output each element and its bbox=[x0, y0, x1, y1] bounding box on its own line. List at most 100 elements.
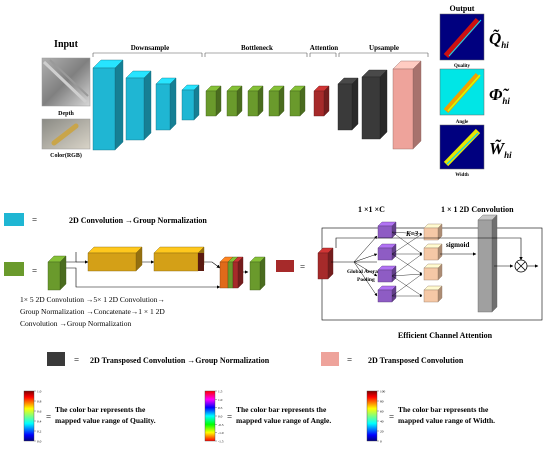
colorbar-tick: 0 bbox=[380, 440, 382, 444]
color-rgb-label: Color(RGB) bbox=[50, 152, 82, 159]
legend-res-eq: = bbox=[32, 266, 37, 276]
legend-res-input-block bbox=[47, 255, 67, 291]
downsample-block-1 bbox=[92, 59, 124, 151]
upsample-block-3 bbox=[392, 60, 422, 150]
colorbar-tick: 1.0 bbox=[37, 390, 42, 394]
network-overview: Input Depth Color(RGB) Downsample Bottle… bbox=[41, 4, 512, 178]
angle-map bbox=[439, 68, 485, 116]
w-symbol: W̃hi bbox=[489, 139, 512, 160]
legend-res-gold-block-2-end bbox=[198, 253, 204, 271]
legend-transposed-gn-swatch bbox=[47, 352, 65, 366]
downsample-block-2 bbox=[125, 70, 152, 141]
attention-block bbox=[313, 85, 330, 117]
eca-weight-3 bbox=[423, 263, 443, 281]
colorbar-eq: = bbox=[46, 412, 51, 422]
legend-res-output-block bbox=[249, 256, 266, 291]
legend-conv-swatch bbox=[4, 213, 24, 226]
bottleneck-block-1 bbox=[205, 85, 222, 117]
output-label: Output bbox=[450, 4, 475, 13]
width-label: Width bbox=[455, 173, 469, 178]
legend-res-swatch bbox=[4, 262, 24, 276]
legend-res-line1: 1× 5 2D Convolution →5× 1 2D Convolution… bbox=[20, 295, 165, 304]
input-label: Input bbox=[54, 39, 79, 50]
eca-feature-2 bbox=[377, 243, 397, 261]
residual-block-diagram bbox=[64, 252, 249, 289]
eca-arrows bbox=[331, 231, 539, 298]
legend-attention-swatch bbox=[276, 260, 294, 272]
legend-res-gold-block-1 bbox=[87, 246, 143, 272]
legend-res-line2: Group Normalization →Concatenate→1 × 1 2… bbox=[20, 307, 165, 316]
legend-attention-eq: = bbox=[300, 262, 305, 272]
colorbar-text-line2: mapped value range of Quality. bbox=[55, 416, 156, 425]
colorbars: 1.0 0.8 0.6 0.4 0.2 0.0 = The color bar represe… bbox=[23, 390, 495, 444]
colorbar-tick: 60 bbox=[380, 410, 384, 414]
colorbar-tick: 0.5 bbox=[218, 406, 223, 410]
eca-feature-3 bbox=[377, 265, 397, 283]
colorbar-tick: -1.0 bbox=[218, 431, 224, 435]
colorbar-text-line1: The color bar represents the bbox=[398, 405, 489, 414]
downsample-block-3 bbox=[155, 77, 177, 131]
eca-conv-block bbox=[477, 214, 498, 313]
attention-label: Attention bbox=[310, 44, 338, 52]
q-symbol: Q̃hi bbox=[489, 29, 509, 50]
colorbar-2: 1.51.00.50.0-0.5-1.0-1.5=The color bar r… bbox=[204, 390, 331, 444]
colorbar-text-line2: mapped value range of Width. bbox=[398, 416, 495, 425]
legend-transposed-eq: = bbox=[347, 355, 352, 365]
eca-feature-1 bbox=[377, 221, 397, 239]
colorbar-eq: = bbox=[389, 412, 394, 422]
colorbar-text-line1: The color bar represents the bbox=[55, 405, 146, 414]
legend-transposed-gn-text: 2D Transposed Convolution →Group Normali… bbox=[90, 356, 270, 365]
bottleneck-block-5 bbox=[289, 85, 306, 117]
eca-gap-line1: Global Average bbox=[347, 269, 384, 275]
bottleneck-block-4 bbox=[268, 85, 285, 117]
colorbar-tick: 100 bbox=[380, 390, 386, 394]
colorbar-tick: 0.2 bbox=[37, 430, 42, 434]
colorbar-tick: 80 bbox=[380, 400, 384, 404]
width-map bbox=[439, 124, 485, 170]
eca-sigmoid-label: sigmoid bbox=[446, 241, 469, 249]
phi-symbol: Φ̃hi bbox=[489, 85, 510, 106]
legend-res-line3: Convolution →Group Normalization bbox=[20, 319, 131, 328]
legend-res-gold-block-2 bbox=[153, 246, 205, 272]
eca-multiply-icon bbox=[514, 259, 528, 273]
angle-label: Angle bbox=[456, 120, 469, 125]
eca-k-label: K=3 bbox=[405, 230, 419, 238]
colorbar-tick: -1.5 bbox=[218, 440, 224, 444]
color-image bbox=[41, 118, 91, 150]
eca-size-label: 1 ×1 ×C bbox=[358, 205, 385, 214]
quality-map bbox=[439, 13, 485, 61]
colorbar-tick: 0.0 bbox=[37, 440, 42, 444]
colorbar-gradient bbox=[204, 390, 216, 442]
depth-image bbox=[41, 57, 91, 107]
colorbar-tick: 20 bbox=[380, 430, 384, 434]
quality-label: Quality bbox=[454, 64, 471, 69]
eca-weight-4 bbox=[423, 285, 443, 303]
legend-transposed-gn-eq: = bbox=[74, 355, 79, 365]
colorbar-1: 1.0 0.8 0.6 0.4 0.2 0.0 = The color bar represe… bbox=[23, 390, 156, 444]
eca-weight-2 bbox=[423, 243, 443, 261]
colorbar-tick: -0.5 bbox=[218, 423, 224, 427]
colorbar-tick: 0.0 bbox=[218, 415, 223, 419]
colorbar-tick: 0.8 bbox=[37, 400, 42, 404]
legend-conv-eq: = bbox=[32, 215, 37, 225]
section-headers: Downsample Bottleneck Attention Upsample bbox=[92, 44, 429, 57]
eca-input-block bbox=[317, 247, 334, 280]
eca-conv-label: 1 × 1 2D Convolution bbox=[441, 205, 514, 214]
eca-blocks bbox=[317, 214, 498, 313]
legend-transposed-swatch bbox=[321, 352, 339, 366]
colorbar-tick: 0.6 bbox=[37, 410, 42, 414]
legend-transposed-text: 2D Transposed Convolution bbox=[368, 356, 464, 365]
colorbar-tick: 1.5 bbox=[218, 390, 223, 394]
eca-feature-4 bbox=[377, 285, 397, 303]
upsample-block-2 bbox=[361, 69, 388, 140]
colorbar-tick: 0.4 bbox=[37, 420, 42, 424]
bottleneck-block-3 bbox=[247, 85, 264, 117]
upsample-block-1 bbox=[337, 77, 359, 131]
colorbar-tick: 1.0 bbox=[218, 398, 223, 402]
bottleneck-label: Bottleneck bbox=[241, 44, 273, 52]
colorbar-tick: 40 bbox=[380, 420, 384, 424]
colorbar-gradient bbox=[366, 390, 378, 442]
bottleneck-block-2 bbox=[226, 85, 243, 117]
colorbar-3: 100 80 60 40 20 0 = The color bar represents th… bbox=[366, 390, 495, 444]
